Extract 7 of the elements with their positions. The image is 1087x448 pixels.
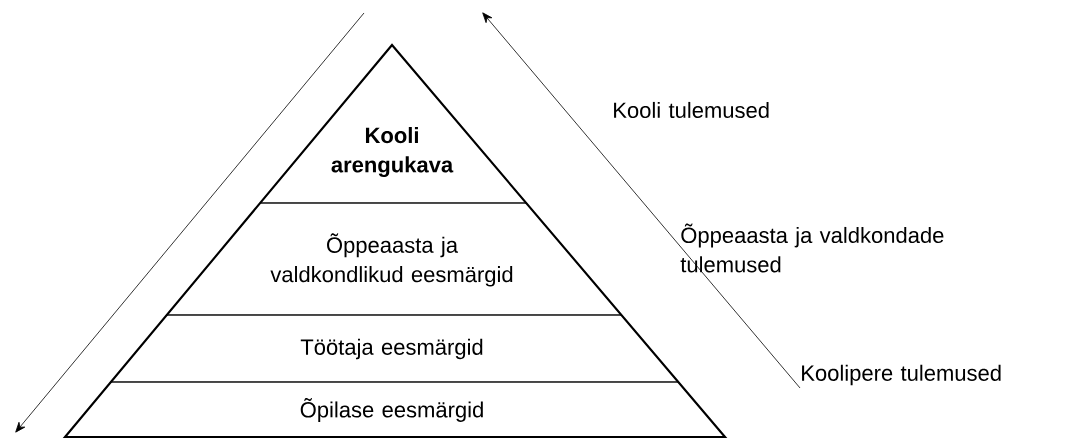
side-label: Õppeaasta ja valdkondade tulemused [680, 223, 944, 273]
pyramid-band: Õpilase eesmärgid [64, 381, 726, 438]
pyramid-band: Õppeaasta ja valdkondlikud eesmärgid [166, 202, 622, 316]
node-label: Kooli arengukava [331, 127, 454, 177]
side-label: Koolipere tulemused [802, 364, 1001, 386]
side-label: Kooli tulemused [614, 101, 769, 119]
pyramid-band: Töötaja eesmärgid [110, 314, 679, 383]
